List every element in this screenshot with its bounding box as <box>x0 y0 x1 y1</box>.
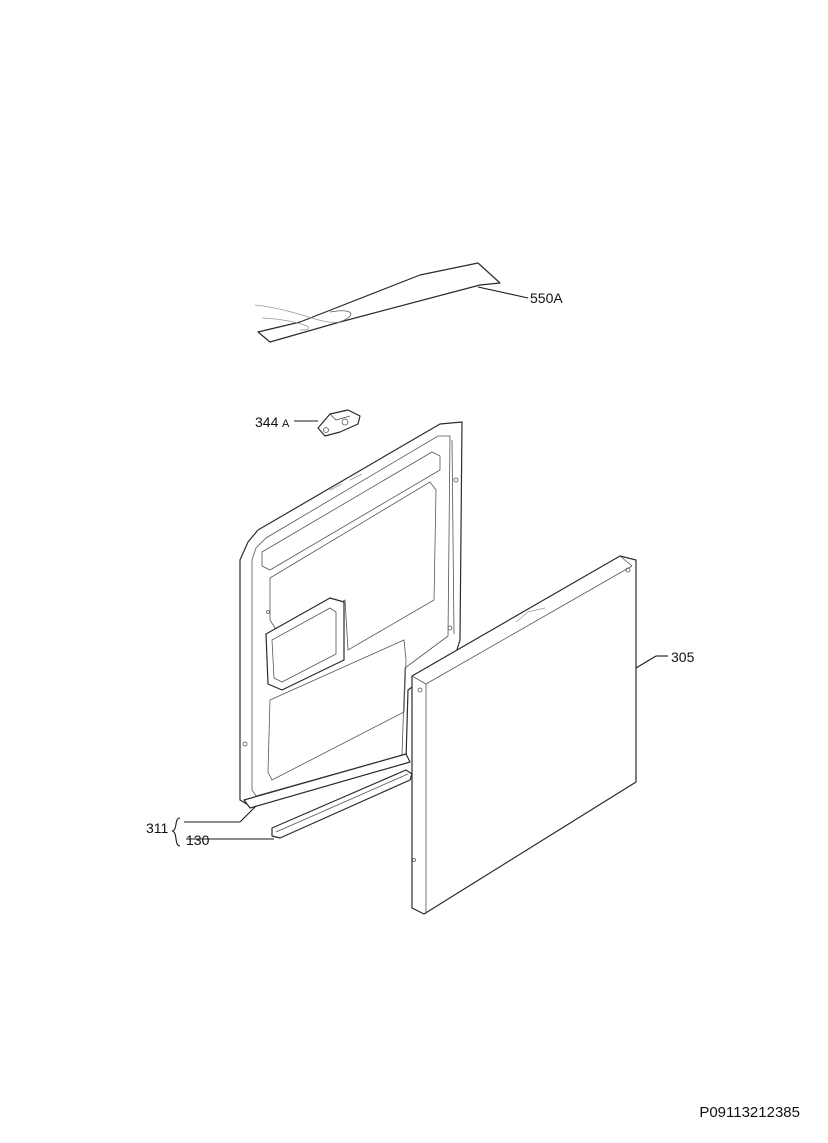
label-305: 305 <box>671 649 695 665</box>
label-344: 344 <box>255 414 279 430</box>
label-550a: 550A <box>530 290 563 306</box>
door-seal-strip-130 <box>186 769 413 840</box>
label-344-suffix: A <box>282 418 290 430</box>
label-130: 130 <box>186 832 210 848</box>
hinge-clip-344a: 344 A <box>255 409 361 437</box>
insulation-sheet-550a: 550A <box>254 262 563 343</box>
inner-door-311 <box>184 421 463 823</box>
drawing-code: P09113212385 <box>699 1104 800 1121</box>
label-group-311-130: 311 130 <box>146 817 210 848</box>
outer-door-panel-305: 305 <box>411 555 695 915</box>
brace-icon <box>171 817 181 847</box>
label-311: 311 <box>146 820 169 836</box>
